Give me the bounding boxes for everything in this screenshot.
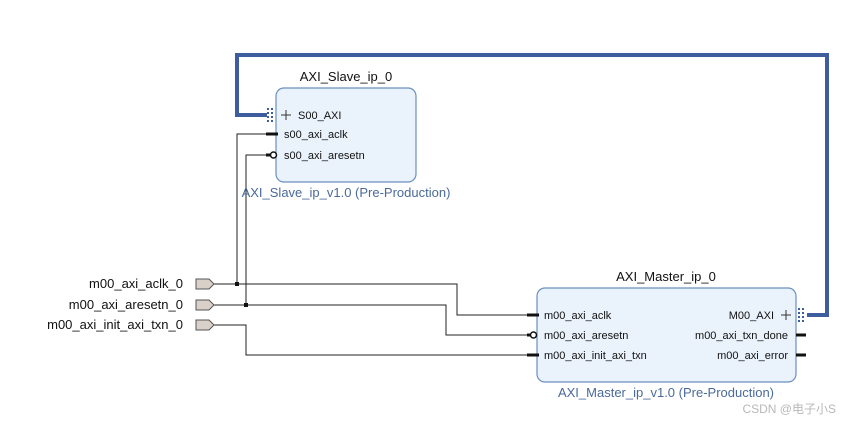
master-pin-txn-done[interactable]: m00_axi_txn_done xyxy=(695,330,806,342)
slave-pin-s00-axi[interactable]: S00_AXI xyxy=(267,108,341,122)
master-instance-name: AXI_Master_ip_0 xyxy=(616,269,716,284)
slave-pin-s00-axi-label: S00_AXI xyxy=(298,110,341,122)
external-port-clk[interactable]: m00_axi_aclk_0 xyxy=(89,276,215,291)
active-low-bubble-icon xyxy=(269,151,278,159)
watermark: CSDN @电子小S xyxy=(742,402,836,416)
master-pin-init[interactable]: m00_axi_init_axi_txn xyxy=(527,350,647,362)
init-wire-to-master[interactable] xyxy=(214,324,534,356)
axi-master-block[interactable]: AXI_Master_ip_0 AXI_Master_ip_v1.0 (Pre-… xyxy=(527,269,806,400)
bus-interface-icon xyxy=(267,108,273,122)
external-port-resetn[interactable]: m00_axi_aresetn_0 xyxy=(69,297,215,312)
axi-bus-connection[interactable] xyxy=(235,53,829,317)
master-pin-init-label: m00_axi_init_axi_txn xyxy=(544,350,647,362)
external-port-clk-label: m00_axi_aclk_0 xyxy=(89,276,183,291)
slave-instance-name: AXI_Slave_ip_0 xyxy=(300,69,393,84)
external-port-init-label: m00_axi_init_axi_txn_0 xyxy=(47,317,183,332)
master-pin-aclk[interactable]: m00_axi_aclk xyxy=(527,310,612,322)
axi-slave-block[interactable]: AXI_Slave_ip_0 AXI_Slave_ip_v1.0 (Pre-Pr… xyxy=(242,69,451,200)
bus-interface-icon xyxy=(798,308,804,322)
expand-plus-icon[interactable] xyxy=(281,110,291,120)
master-ip-name: AXI_Master_ip_v1.0 (Pre-Production) xyxy=(558,385,774,400)
slave-pin-aresetn-label: s00_axi_aresetn xyxy=(284,150,365,162)
port-arrow-icon xyxy=(195,299,215,311)
master-pin-m00-axi-label: M00_AXI xyxy=(729,310,774,322)
external-port-resetn-label: m00_axi_aresetn_0 xyxy=(69,297,183,312)
master-pin-aresetn[interactable]: m00_axi_aresetn xyxy=(527,330,628,342)
master-pin-error[interactable]: m00_axi_error xyxy=(717,350,806,362)
master-pin-aclk-label: m00_axi_aclk xyxy=(544,310,612,322)
port-arrow-icon xyxy=(195,278,215,290)
master-pin-error-label: m00_axi_error xyxy=(717,350,788,362)
expand-plus-icon[interactable] xyxy=(781,310,791,320)
resetn-wire-to-master[interactable] xyxy=(246,304,530,336)
master-pin-m00-axi[interactable]: M00_AXI xyxy=(729,308,804,322)
clk-wire-to-master[interactable] xyxy=(237,283,534,316)
clk-wire-to-slave[interactable] xyxy=(214,133,270,285)
resetn-junction-dot xyxy=(244,303,248,307)
resetn-wire-to-slave[interactable] xyxy=(214,154,270,306)
slave-ip-name: AXI_Slave_ip_v1.0 (Pre-Production) xyxy=(242,185,451,200)
port-arrow-icon xyxy=(195,319,215,331)
external-port-init[interactable]: m00_axi_init_axi_txn_0 xyxy=(47,317,215,332)
master-pin-aresetn-label: m00_axi_aresetn xyxy=(544,330,628,342)
slave-pin-aclk[interactable]: s00_axi_aclk xyxy=(266,129,348,141)
clk-junction-dot xyxy=(235,282,239,286)
slave-pin-aresetn[interactable]: s00_axi_aresetn xyxy=(266,150,365,162)
slave-pin-aclk-label: s00_axi_aclk xyxy=(284,129,348,141)
active-low-bubble-icon xyxy=(529,331,538,339)
master-pin-txn-done-label: m00_axi_txn_done xyxy=(695,330,788,342)
